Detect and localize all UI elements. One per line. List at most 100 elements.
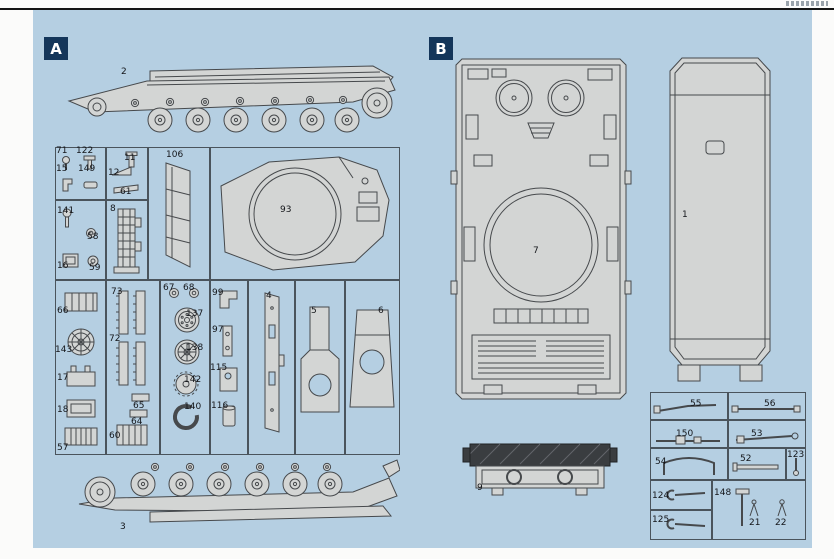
cell-b-148-21-22: [712, 480, 806, 540]
cell-a-8: [106, 200, 148, 280]
part-4-label: 4: [266, 291, 272, 301]
drawing-148-21-22: [735, 488, 787, 526]
part-138-label: 138: [186, 343, 204, 353]
part-18-label: 18: [57, 405, 69, 415]
part-124-drawing: [666, 489, 706, 501]
part-123-drawing: [793, 458, 799, 476]
part-116-label: 116: [211, 401, 229, 411]
part-93-drawing: [220, 156, 390, 271]
part-93-label: 93: [280, 205, 292, 215]
part-99-label: 99: [212, 288, 224, 298]
cell-a-73-72-65-64-60: [106, 280, 160, 455]
part-5-drawing: [300, 306, 340, 413]
part-141-label: 141: [57, 206, 75, 216]
cell-a-93: [210, 147, 400, 280]
part-54-label: 54: [655, 457, 667, 467]
part-137-label: 137: [186, 309, 204, 319]
drawing-67-68-137-138-142-140: [169, 288, 200, 430]
part-56-drawing: [731, 405, 801, 413]
corner-print-code: [786, 1, 828, 6]
cell-b-123: [786, 448, 806, 480]
part-56-label: 56: [764, 399, 776, 409]
part-3-label: 3: [120, 522, 126, 532]
sprue-b-badge: B: [429, 37, 453, 60]
part-22-label: 22: [775, 518, 787, 528]
cell-b-53: [728, 420, 806, 448]
top-border-rule: [0, 8, 834, 10]
part-4-drawing: [264, 292, 285, 433]
part-7-label: 7: [533, 246, 539, 256]
cell-b-52: [728, 448, 786, 480]
cell-a-5: [295, 280, 345, 455]
part-15-label: 15: [56, 164, 68, 174]
part-57-label: 57: [57, 443, 69, 453]
part-64-label: 64: [131, 417, 143, 427]
cell-a-11-12-61: [106, 147, 148, 200]
part-1-drawing: [669, 57, 771, 382]
part-150-label: 150: [676, 429, 694, 439]
part-125-drawing: [666, 518, 706, 530]
part-65-label: 65: [133, 401, 145, 411]
drawing-71-122-15-149: [62, 155, 98, 192]
part-8-drawing: [113, 208, 142, 274]
part-122-label: 122: [76, 146, 94, 156]
part-12-label: 12: [108, 168, 120, 178]
part-53-drawing: [735, 432, 799, 444]
part-124-label: 124: [652, 491, 670, 501]
drawing-11-12-61: [111, 151, 139, 194]
part-68-label: 68: [183, 283, 195, 293]
part-1-label: 1: [682, 210, 688, 220]
part-72-label: 72: [109, 334, 121, 344]
cell-b-125: [650, 510, 712, 540]
cell-b-124: [650, 480, 712, 510]
part-7-drawing: [450, 58, 632, 400]
cell-b-56: [728, 392, 806, 420]
part-55-drawing: [653, 404, 717, 414]
part-11-label: 11: [124, 153, 136, 163]
part-2-label: 2: [121, 67, 127, 77]
sprue-a-badge: A: [44, 37, 68, 60]
part-21-label: 21: [749, 518, 761, 528]
cell-b-54: [650, 448, 728, 480]
part-106-label: 106: [166, 150, 184, 160]
part-52-drawing: [732, 462, 779, 472]
cell-a-106: [148, 147, 210, 280]
part-66-label: 66: [57, 306, 69, 316]
part-150-drawing: [656, 435, 720, 445]
part-55-label: 55: [690, 399, 702, 409]
part-8-label: 8: [110, 204, 116, 214]
part-6-label: 6: [378, 306, 384, 316]
part-73-label: 73: [111, 287, 123, 297]
part-106-drawing: [165, 162, 191, 268]
part-9-label: 9: [477, 483, 483, 493]
part-5-label: 5: [311, 306, 317, 316]
cell-a-67-68-137-138-142-140: [160, 280, 210, 455]
part-140-label: 140: [184, 402, 202, 412]
part-54-drawing: [663, 457, 715, 475]
part-52-label: 52: [740, 454, 752, 464]
part-16-label: 16: [57, 261, 69, 271]
drawing-99-97-115-116: [219, 290, 238, 427]
drawing-66-143-17-18-57: [64, 292, 98, 446]
part-115-label: 115: [210, 363, 228, 373]
part-148-label: 148: [714, 488, 732, 498]
drawing-141-58-16-59: [62, 208, 99, 268]
part-2-drawing: [67, 65, 396, 133]
part-125-label: 125: [652, 515, 670, 525]
cell-b-55: [650, 392, 728, 420]
cell-b-150: [650, 420, 728, 448]
cell-a-99-97-115-116: [210, 280, 248, 455]
part-60-label: 60: [109, 431, 121, 441]
drawing-73-72-65-64-60: [116, 290, 150, 446]
part-61-label: 61: [120, 187, 132, 197]
part-123-label: 123: [787, 450, 805, 460]
part-58-label: 58: [87, 232, 99, 242]
part-53-label: 53: [751, 429, 763, 439]
cell-a-71-122-15-149: [55, 147, 106, 200]
part-67-label: 67: [163, 283, 175, 293]
part-9-drawing: [462, 443, 618, 496]
part-59-label: 59: [89, 263, 101, 273]
part-3-drawing: [78, 459, 400, 523]
part-6-drawing: [349, 309, 395, 408]
